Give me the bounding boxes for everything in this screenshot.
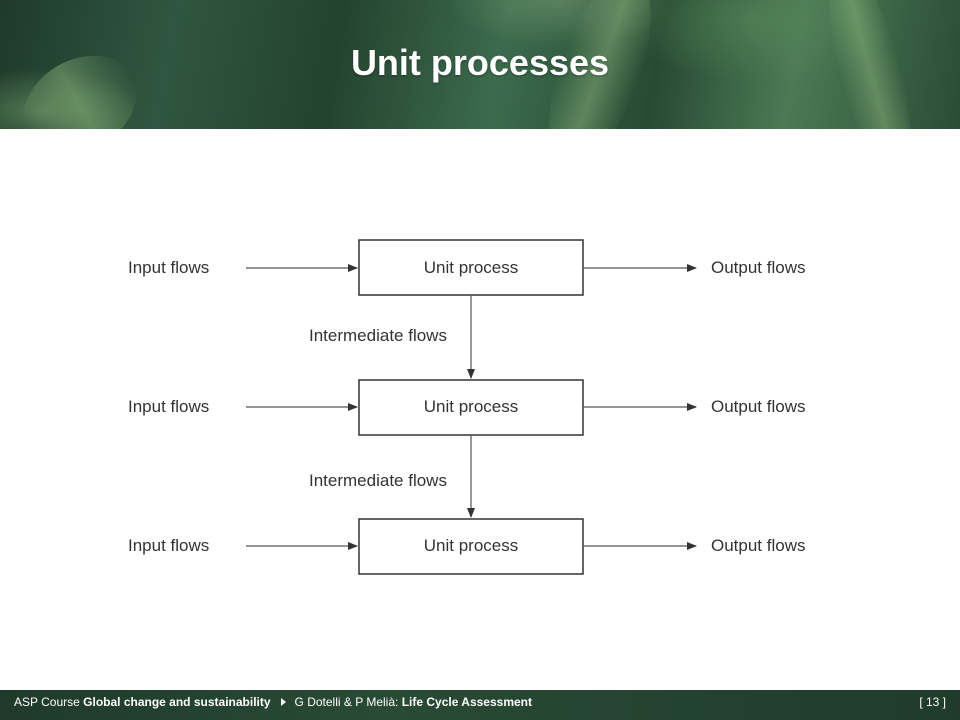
unit-process-box: [358, 518, 584, 575]
unit-process-box: [358, 379, 584, 436]
header-banner: Unit processes: [0, 0, 960, 129]
process-row: Input flows Unit process Output flows: [128, 518, 806, 575]
course-prefix: ASP Course: [14, 695, 80, 709]
play-arrow-icon: [280, 698, 286, 706]
intermediate-flows-label: Intermediate flows: [309, 471, 447, 490]
footer-course-info: ASP Course Global change and sustainabil…: [14, 695, 532, 709]
output-flows-label: Output flows: [711, 258, 806, 277]
input-flows-label: Input flows: [128, 258, 209, 277]
unit-process-label: Unit process: [424, 397, 518, 416]
unit-process-diagram: Input flows Unit process Output flows In…: [128, 239, 806, 575]
footer-bar: ASP Course Global change and sustainabil…: [0, 690, 960, 720]
intermediate-flows-label: Intermediate flows: [309, 326, 447, 345]
page-number: [ 13 ]: [919, 695, 946, 709]
output-flows-label: Output flows: [711, 536, 806, 555]
unit-process-label: Unit process: [424, 536, 518, 555]
input-flows-label: Input flows: [128, 536, 209, 555]
input-flows-label: Input flows: [128, 397, 209, 416]
lecture-title: Life Cycle Assessment: [401, 695, 532, 709]
authors: G Dotelli & P Melià:: [294, 695, 399, 709]
output-flows-label: Output flows: [711, 397, 806, 416]
unit-process-label: Unit process: [424, 258, 518, 277]
process-row: Input flows Unit process Output flows: [128, 379, 806, 436]
course-name: Global change and sustainability: [83, 695, 271, 709]
page-title: Unit processes: [350, 42, 610, 83]
process-row: Input flows Unit process Output flows: [128, 239, 806, 296]
